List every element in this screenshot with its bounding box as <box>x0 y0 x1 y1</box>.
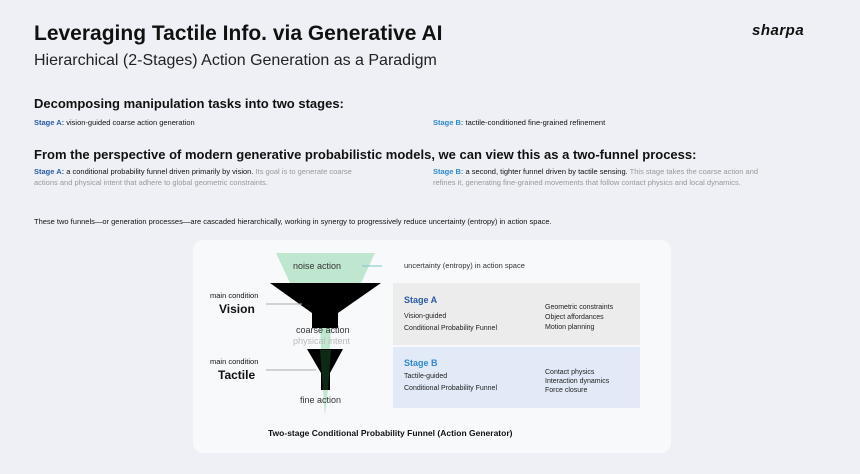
section1-heading: Decomposing manipulation tasks into two … <box>34 96 344 111</box>
stage-a-item: Geometric constraints <box>545 304 614 311</box>
noise-trapezoid <box>276 253 375 283</box>
stage-a-title: Stage A <box>404 295 438 305</box>
diagram-caption: Two-stage Conditional Probability Funnel… <box>268 428 513 438</box>
uncertainty-label: uncertainty (entropy) in action space <box>404 261 525 270</box>
main-condition-tactile-label: main condition <box>210 357 259 366</box>
stage-b-box: Stage B Tactile-guided Conditional Proba… <box>393 347 640 408</box>
stage-b-line2: Conditional Probability Funnel <box>404 385 497 392</box>
noise-action-label: noise action <box>293 261 342 271</box>
fine-action-label: fine action <box>300 395 342 405</box>
stage-a-label: Stage A: <box>34 167 65 176</box>
stage-b-text: tactile-conditioned fine-grained refinem… <box>465 118 606 127</box>
tactile-label: Tactile <box>218 368 256 382</box>
stage-b-gray: This stage takes the coarse action and r… <box>433 167 759 187</box>
stage-b-label: Stage B: <box>433 167 464 176</box>
section1-stage-a: Stage A: vision-guided coarse action gen… <box>34 117 195 128</box>
diagram-panel <box>193 240 671 453</box>
section2-stage-b: Stage B: a second, tighter funnel driven… <box>433 166 773 188</box>
stage-b-line1: Tactile-guided <box>404 373 448 380</box>
vision-label: Vision <box>219 302 255 316</box>
stage-a-gray: Its goal is to generate coarse actions a… <box>34 167 352 187</box>
physical-intent-label: physical intent <box>293 336 351 346</box>
stage-a-line2: Conditional Probability Funnel <box>404 325 497 332</box>
stage-a-item: Motion planning <box>545 324 595 331</box>
stage-a-bold: a conditional probability funnel driven … <box>66 167 254 176</box>
summary-text: These two funnels—or generation processe… <box>34 217 552 226</box>
stage-a-line1: Vision-guided <box>404 313 447 320</box>
stage-a-box: Stage A Vision-guided Conditional Probab… <box>393 283 640 345</box>
stage-b-title: Stage B <box>404 358 438 368</box>
page-title: Leveraging Tactile Info. via Generative … <box>34 22 443 45</box>
stage-b-funnel-core <box>320 350 331 390</box>
stage-a-label: Stage A: <box>34 118 65 127</box>
main-condition-vision-label: main condition <box>210 291 259 300</box>
stage-b-item: Contact physics <box>545 369 595 376</box>
page-subtitle: Hierarchical (2-Stages) Action Generatio… <box>34 52 437 69</box>
stage-b-item: Force closure <box>545 387 588 394</box>
stage-a-funnel <box>270 283 381 328</box>
stage-b-label: Stage B: <box>433 118 464 127</box>
stage-a-text: vision-guided coarse action generation <box>66 118 195 127</box>
section2-stage-a: Stage A: a conditional probability funne… <box>34 166 364 188</box>
stage-b-bold: a second, tighter funnel driven by tacti… <box>465 167 628 176</box>
section2-heading: From the perspective of modern generativ… <box>34 147 697 162</box>
stage-a-item: Object affordances <box>545 314 604 321</box>
coarse-action-label: coarse action <box>296 325 350 335</box>
stage-b-item: Interaction dynamics <box>545 378 610 385</box>
sharpa-logo: sharpa <box>752 22 805 39</box>
section1-stage-b: Stage B: tactile-conditioned fine-graine… <box>433 117 605 128</box>
